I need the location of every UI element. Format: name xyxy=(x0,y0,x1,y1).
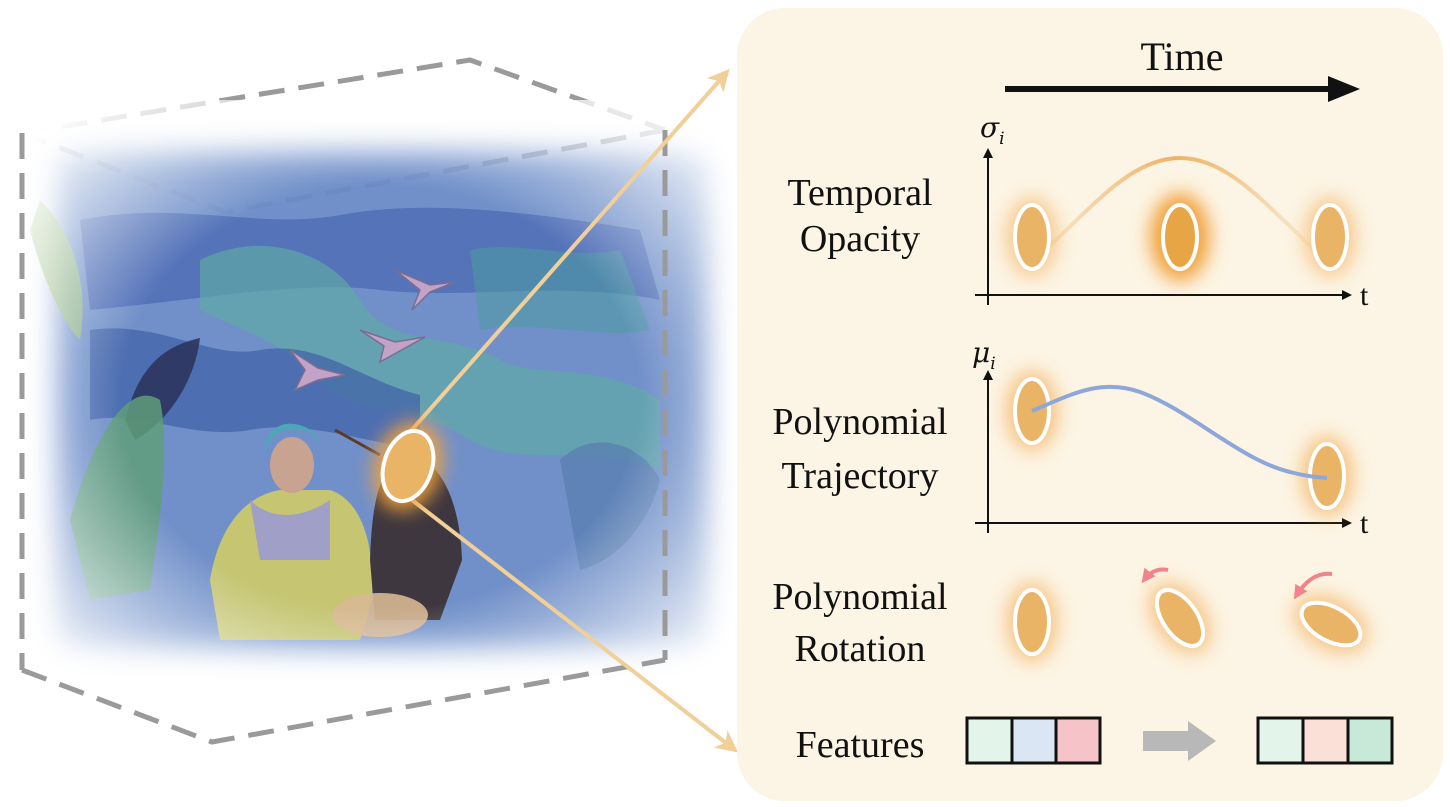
cube-front-edges xyxy=(19,130,668,745)
feature-after-cell-2 xyxy=(1301,716,1350,765)
trajectory-label-line1: Polynomial xyxy=(772,401,947,443)
rotation-gaussian-2 xyxy=(1148,581,1212,655)
rotation-label-line1: Polynomial xyxy=(772,576,947,618)
scene-gaussian xyxy=(372,421,444,511)
trajectory-label-line2: Trajectory xyxy=(782,455,939,497)
opacity-label-line2: Opacity xyxy=(800,218,920,260)
connector-bottom xyxy=(410,498,739,753)
feature-before-cell-1 xyxy=(965,716,1014,765)
rotation-label-line2: Rotation xyxy=(795,628,926,670)
rotation-gaussian-3 xyxy=(1293,594,1369,654)
opacity-x-symbol: t xyxy=(1360,279,1369,312)
opacity-y-symbol: σi xyxy=(980,111,1005,149)
feature-after-cell-3 xyxy=(1346,716,1394,765)
features-before xyxy=(965,716,1102,765)
trajectory-x-symbol: t xyxy=(1360,507,1369,540)
opacity-gaussian-1 xyxy=(1006,197,1058,277)
feature-before-cell-3 xyxy=(1054,716,1102,765)
time-label: Time xyxy=(1140,34,1223,79)
row-temporal-opacity: Temporal Opacity σi t xyxy=(787,111,1369,312)
features-after xyxy=(1256,716,1394,765)
feature-after-cell-1 xyxy=(1256,716,1305,765)
row-polynomial-rotation: Polynomial Rotation xyxy=(772,567,1369,670)
opacity-label-line1: Temporal xyxy=(787,172,932,214)
row-features: Features xyxy=(796,716,1394,766)
rotation-arrow-1 xyxy=(1141,567,1169,584)
opacity-axes xyxy=(975,148,1352,305)
scene xyxy=(0,57,760,753)
trajectory-curve xyxy=(1031,384,1328,480)
features-arrow xyxy=(1143,721,1216,761)
trajectory-axes xyxy=(975,370,1352,533)
scene-image xyxy=(0,100,760,720)
attribute-panel: Time Temporal Opacity σi t xyxy=(737,8,1443,801)
feature-before-cell-2 xyxy=(1010,716,1058,765)
row-polynomial-trajectory: Polynomial Trajectory μi t xyxy=(772,336,1369,540)
trajectory-y-symbol: μi xyxy=(972,336,996,374)
opacity-gaussian-3 xyxy=(1304,197,1356,277)
rotation-arrow-2 xyxy=(1293,571,1333,600)
rotation-gaussian-1 xyxy=(1006,582,1058,662)
opacity-curve xyxy=(1043,155,1317,252)
time-arrowhead xyxy=(1328,76,1360,102)
features-label: Features xyxy=(796,724,925,766)
opacity-gaussian-2 xyxy=(1150,193,1210,281)
connector-top xyxy=(408,68,730,434)
connector-lines xyxy=(408,68,739,753)
